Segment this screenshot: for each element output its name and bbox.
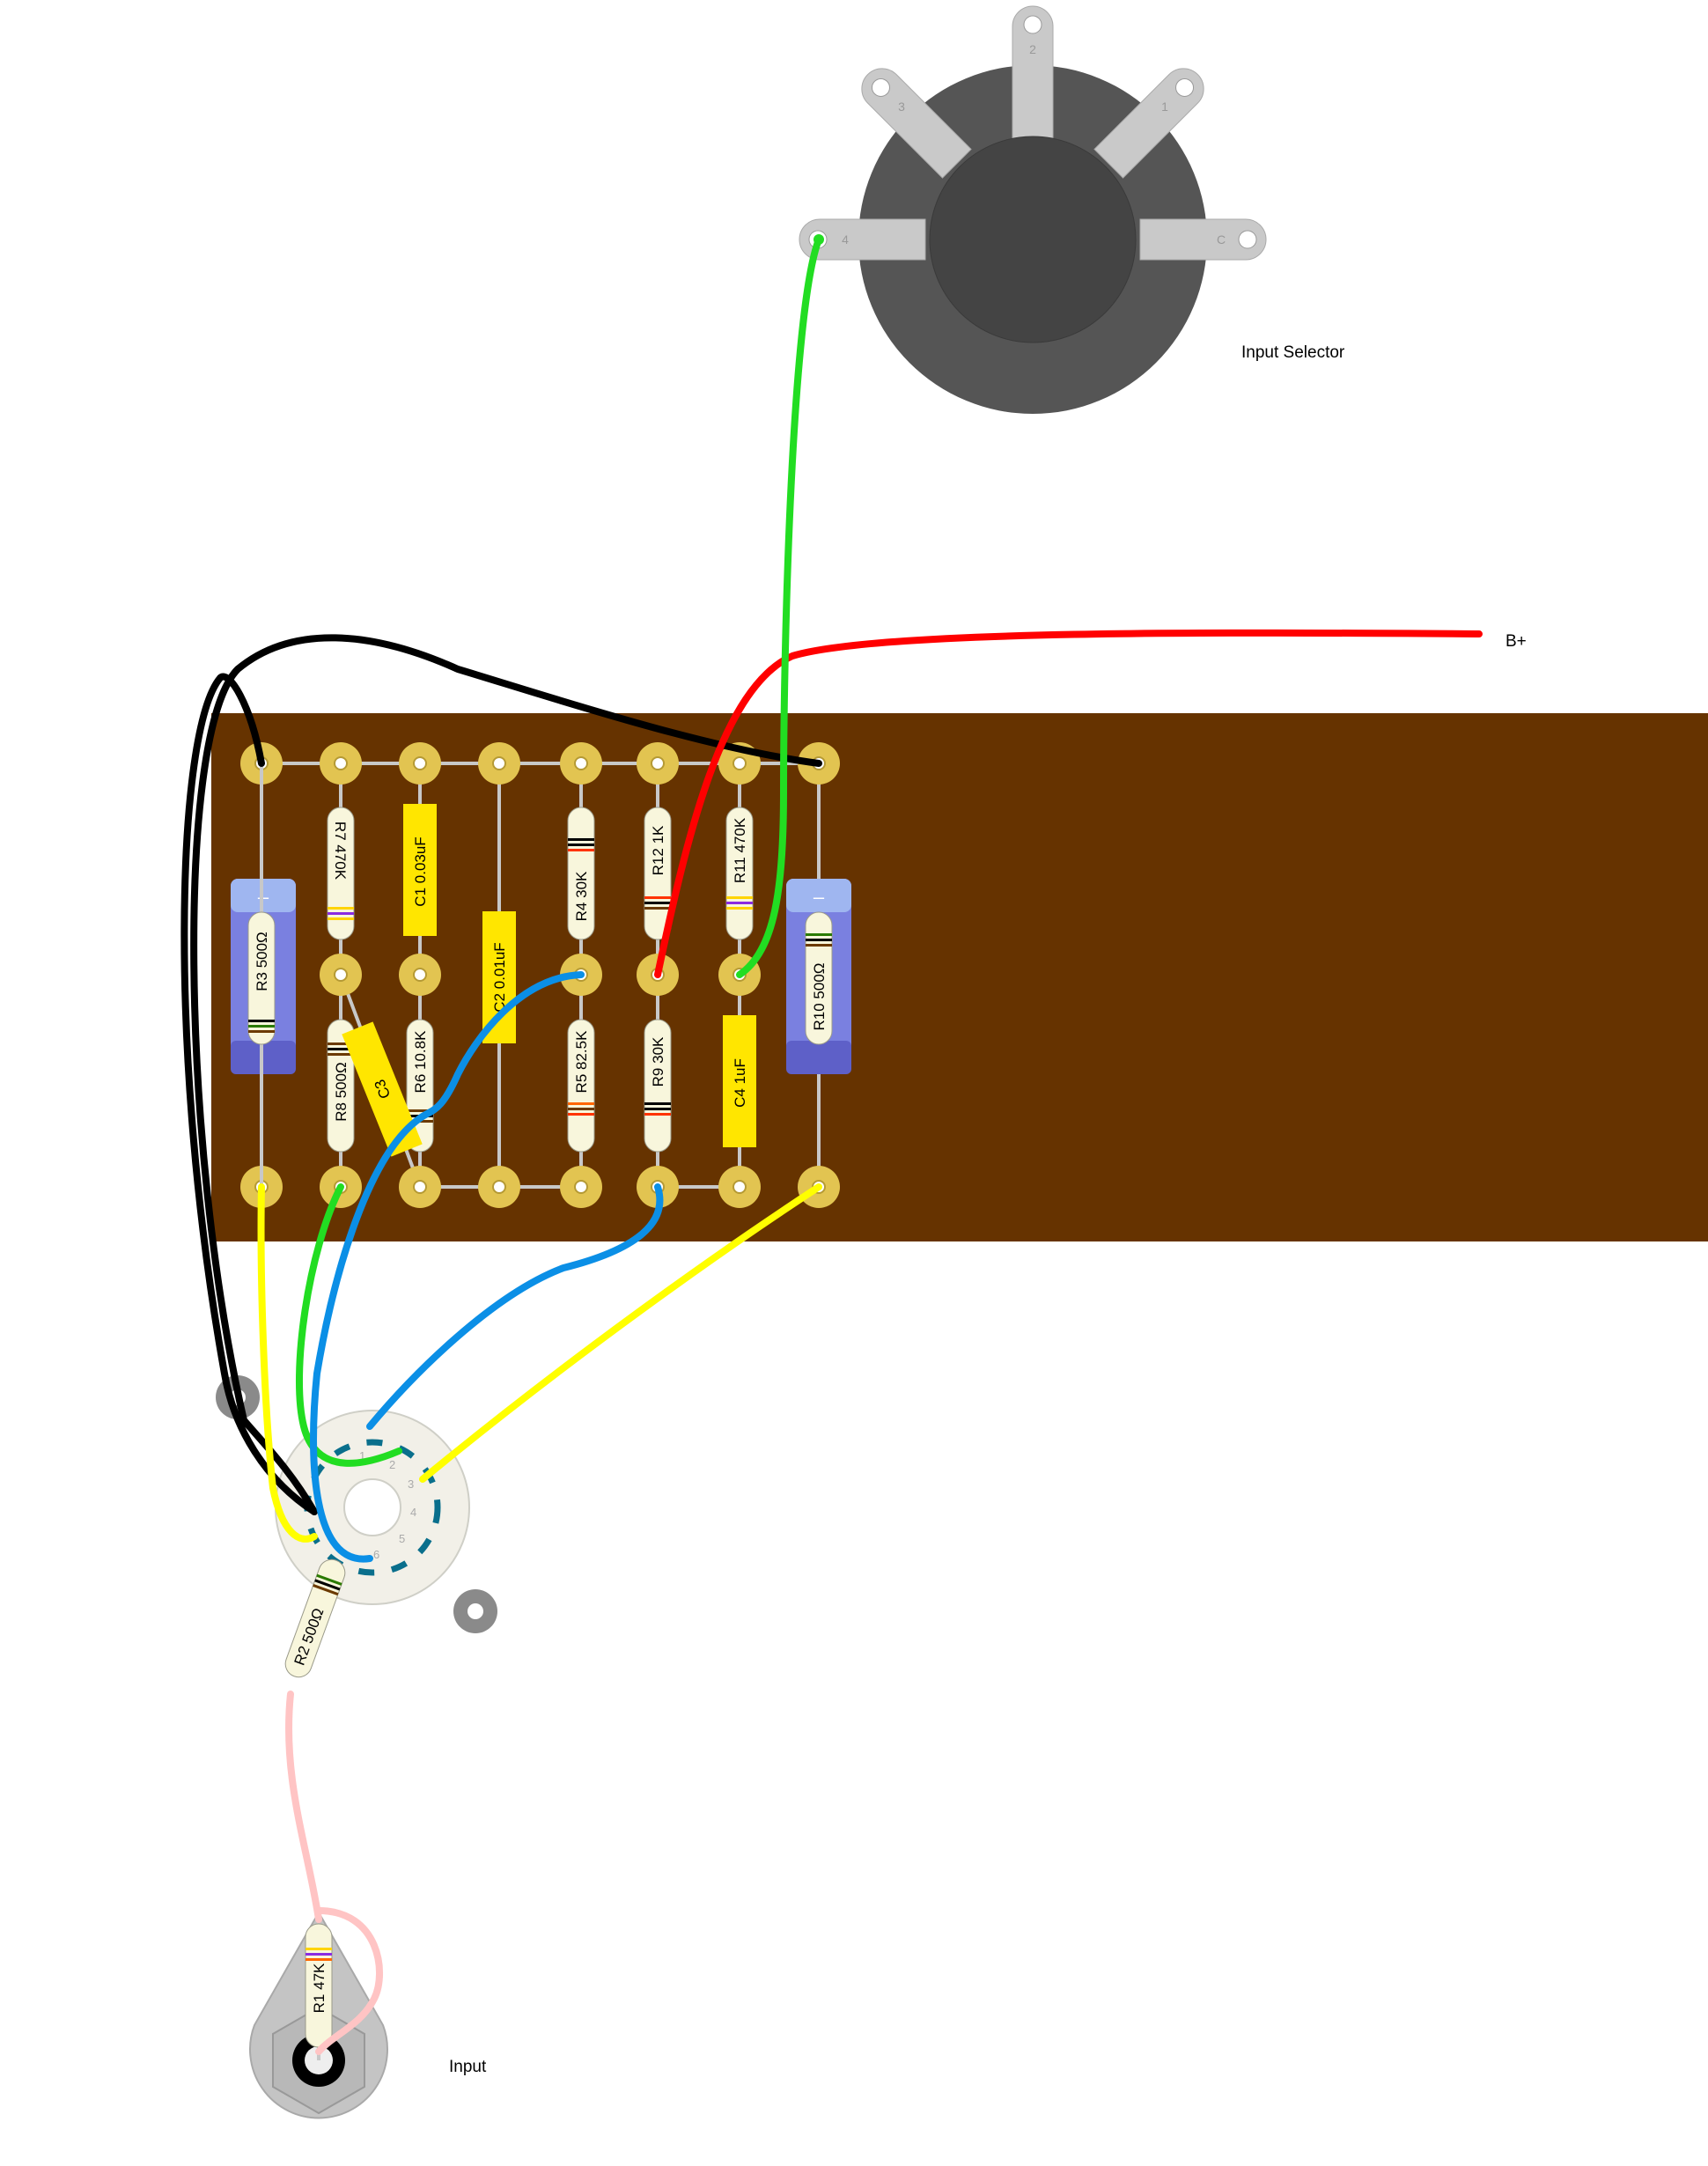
resistor-r4: R4 30K <box>567 807 595 940</box>
wire-blue[interactable] <box>366 1183 664 1430</box>
r1-label: R1 47K <box>311 1963 328 2013</box>
r3-label: R3 500Ω <box>254 932 270 991</box>
selector-pin-label: 2 <box>1029 42 1036 56</box>
capacitor-c3: C3 <box>342 1021 423 1157</box>
r6-label: R6 10.8K <box>412 1030 429 1094</box>
svg-text:–: – <box>814 886 825 908</box>
socket-pin-label: 6 <box>373 1548 379 1561</box>
selector-pin-label: 1 <box>1161 99 1168 114</box>
capacitor-c4: C4 1uF <box>723 1015 756 1147</box>
r10-label: R10 500Ω <box>811 963 828 1031</box>
r11-label: R11 470K <box>732 817 748 883</box>
resistor-r9: R9 30K <box>644 1019 672 1153</box>
resistor-r12: R12 1K <box>644 807 672 940</box>
socket-pin-label: 2 <box>389 1458 395 1471</box>
resistor-r5: R5 82.5K <box>567 1019 595 1153</box>
selector-lug-c <box>1139 218 1267 261</box>
wire-black[interactable] <box>190 634 822 1515</box>
socket-pin-label: 4 <box>410 1506 416 1519</box>
input-selector-label: Input Selector <box>1241 343 1345 362</box>
capacitor-c1: C1 0.03uF <box>403 804 437 936</box>
resistor-r8: R8 500Ω <box>327 1019 355 1153</box>
wire-green[interactable] <box>295 1183 402 1467</box>
r12-label: R12 1K <box>650 825 666 875</box>
bplus-label: B+ <box>1506 632 1527 651</box>
selector-shaft <box>929 136 1137 343</box>
c1-label: C1 0.03uF <box>412 836 429 906</box>
mounting-hole-right <box>453 1589 497 1633</box>
r8-label: R8 500Ω <box>333 1062 350 1122</box>
selector-pin-label: 3 <box>898 99 905 114</box>
selector-lug-4-solder <box>814 234 824 245</box>
wire-blue[interactable] <box>416 971 585 1122</box>
resistor-r10: R10 500Ω <box>805 911 833 1045</box>
wire-yellow[interactable] <box>257 1183 318 1543</box>
selector-pin-label: C <box>1217 232 1226 247</box>
r4-label: R4 30K <box>573 871 590 921</box>
resistor-r7: R7 470K <box>327 807 355 940</box>
eyelet-board <box>211 713 1708 1241</box>
selector-lug-3 <box>861 68 972 179</box>
socket-pin-label: 1 <box>359 1449 365 1462</box>
resistor-r6: R6 10.8K <box>406 1019 434 1153</box>
socket-pin-label: 3 <box>408 1477 414 1491</box>
wire-pink[interactable] <box>315 1907 383 2055</box>
r5-label: R5 82.5K <box>573 1030 590 1094</box>
r9-label: R9 30K <box>650 1036 666 1087</box>
r7-label: R7 470K <box>332 821 349 880</box>
selector-pin-label: 4 <box>842 232 849 247</box>
c4-label: C4 1uF <box>732 1058 748 1108</box>
selector-lug-1 <box>1093 68 1204 179</box>
input-selector-switch[interactable]: 2 1 3 4 C <box>799 5 1267 414</box>
selector-lug-2 <box>1012 5 1054 142</box>
wire-yellow[interactable] <box>419 1183 822 1483</box>
svg-text:–: – <box>258 886 269 908</box>
socket-pin-label: 5 <box>399 1532 405 1545</box>
wire-green[interactable] <box>736 236 822 978</box>
input-label: Input <box>449 2058 487 2076</box>
wire-red[interactable] <box>654 629 1483 978</box>
resistor-r3: R3 500Ω <box>247 763 276 1187</box>
capacitor-c2: C2 0.01uF <box>482 911 516 1043</box>
c2-label: C2 0.01uF <box>491 942 508 1012</box>
wire-blue[interactable] <box>310 1115 423 1563</box>
resistor-r11: R11 470K <box>725 807 754 940</box>
resistor-r2: R2 500Ω <box>284 1558 346 1678</box>
wire-pink[interactable] <box>285 1691 322 1923</box>
